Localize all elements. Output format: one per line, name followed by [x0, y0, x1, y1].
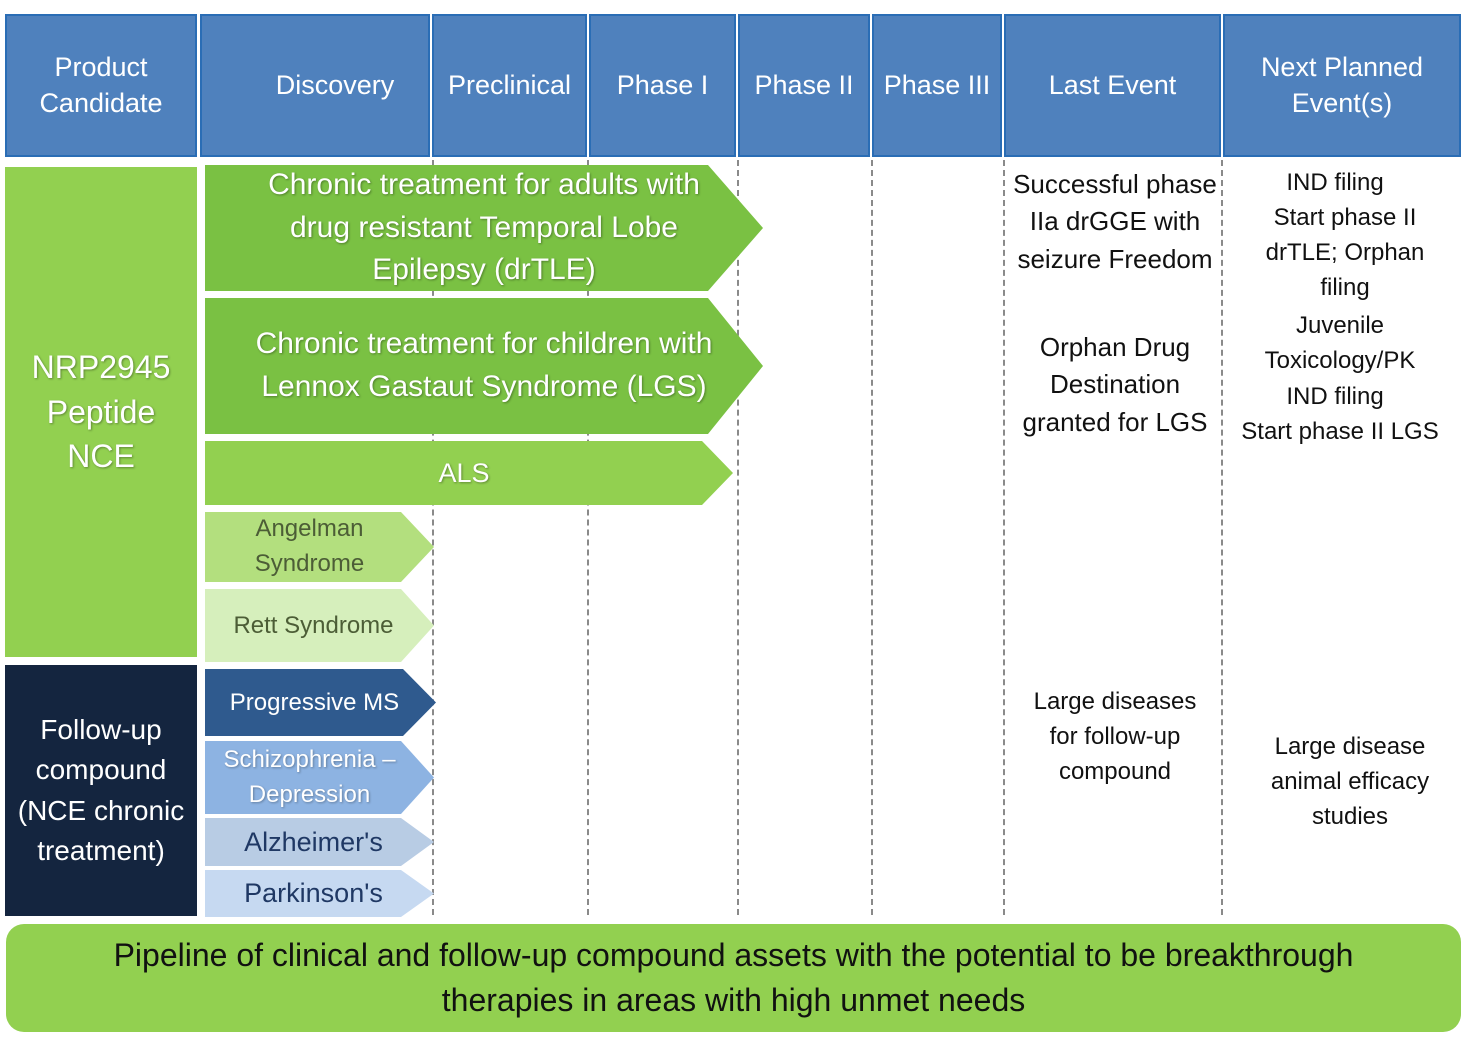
header-phase-2-label: Phase II: [754, 69, 854, 100]
column-divider: [1221, 160, 1223, 915]
candidate-followup-label: Follow-up compound (NCE chronic treatmen…: [17, 714, 185, 866]
program-label-rett: Rett Syndrome: [233, 611, 394, 639]
program-label-angelman: Angelman Syndrome: [254, 515, 365, 577]
program-label-progressive-ms: Progressive MS: [229, 688, 400, 716]
program-arrow-angelman: Angelman Syndrome: [205, 512, 434, 582]
column-divider: [432, 160, 434, 915]
summary-banner-text: Pipeline of clinical and follow-up compo…: [113, 937, 1354, 1018]
program-arrow-schizophrenia: Schizophrenia –Depression: [205, 741, 434, 814]
program-arrow-drtle: Chronic treatment for adults with drug r…: [205, 165, 763, 291]
next-event-juvenile-tox: Juvenile Toxicology/PK: [1264, 312, 1416, 374]
program-label-schizophrenia: Schizophrenia –Depression: [223, 745, 396, 808]
program-label-lgs: Chronic treatment for children with Lenn…: [255, 327, 713, 403]
program-arrow-alzheimers: Alzheimer's: [205, 818, 434, 866]
program-arrow-lgs: Chronic treatment for children with Lenn…: [205, 298, 763, 434]
program-label-drtle: Chronic treatment for adults with drug r…: [268, 168, 700, 287]
header-product-candidate-label: Product Candidate: [39, 52, 163, 118]
header-phase-1: Phase I: [589, 14, 736, 157]
header-phase-3-label: Phase III: [883, 69, 991, 100]
next-event-ind-filing-2: IND filing: [1286, 383, 1384, 410]
header-phase-1-label: Phase I: [616, 69, 709, 100]
program-label-alzheimers: Alzheimer's: [244, 826, 383, 857]
header-next-planned: Next Planned Event(s): [1223, 14, 1461, 157]
program-arrow-als: ALS: [205, 441, 733, 505]
header-discovery: Discovery: [200, 14, 430, 157]
next-event-ind-filing: IND filing: [1286, 169, 1384, 196]
next-event-start-phase2-drtle: Start phase II drTLE; Orphan filing: [1265, 204, 1425, 301]
last-event-phase2a: Successful phase IIa drGGE with seizure …: [1013, 169, 1217, 274]
header-discovery-label: Discovery: [275, 69, 395, 100]
program-label-parkinsons: Parkinson's: [244, 878, 383, 908]
header-next-planned-label: Next Planned Event(s): [1260, 52, 1424, 118]
header-last-event: Last Event: [1004, 14, 1221, 157]
program-arrow-parkinsons: Parkinson's: [205, 870, 434, 917]
column-divider: [1003, 160, 1005, 915]
column-divider: [587, 160, 589, 915]
last-event-orphan-drug: Orphan Drug Destination granted for LGS: [1022, 332, 1208, 437]
program-label-als: ALS: [438, 457, 490, 488]
column-divider: [737, 160, 739, 915]
header-preclinical-label: Preclinical: [447, 69, 572, 100]
candidate-nrp2945-label: NRP2945 Peptide NCE: [31, 348, 171, 475]
program-arrow-rett: Rett Syndrome: [205, 589, 434, 662]
candidate-nrp2945: NRP2945 Peptide NCE: [5, 167, 197, 657]
next-event-animal-efficacy: Large disease animal efficacy studies: [1270, 733, 1430, 830]
candidate-followup: Follow-up compound (NCE chronic treatmen…: [5, 665, 197, 916]
header-phase-2: Phase II: [738, 14, 870, 157]
column-divider: [871, 160, 873, 915]
next-event-start-phase2-lgs: Start phase II LGS: [1241, 418, 1439, 445]
header-phase-3: Phase III: [872, 14, 1002, 157]
program-arrow-progressive-ms: Progressive MS: [205, 669, 436, 736]
header-last-event-label: Last Event: [1048, 69, 1177, 100]
header-product-candidate: Product Candidate: [5, 14, 197, 157]
summary-banner: Pipeline of clinical and follow-up compo…: [6, 924, 1461, 1032]
header-preclinical: Preclinical: [432, 14, 587, 157]
last-event-large-diseases: Large diseases for follow-up compound: [1033, 688, 1197, 785]
